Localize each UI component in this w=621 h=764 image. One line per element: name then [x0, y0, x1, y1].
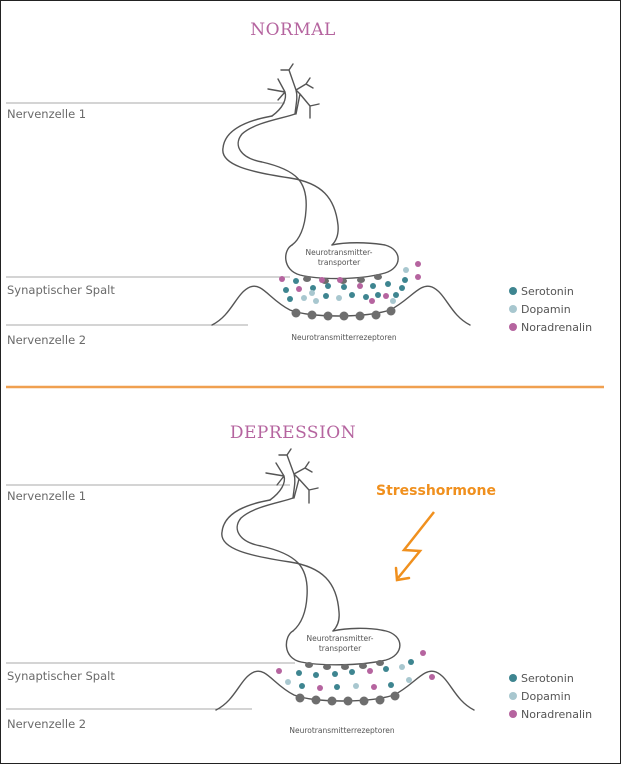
label-synaptischer-spalt: Synaptischer Spalt — [7, 669, 115, 683]
label-nervenzelle-2: Nervenzelle 2 — [7, 717, 86, 731]
transmitter-particle — [363, 294, 369, 300]
stress-hormone-label: Stresshormone — [376, 483, 496, 499]
receptor-label: Neurotransmitterrezeptoren — [291, 333, 397, 342]
transmitter-particle — [319, 277, 325, 283]
transmitter-particle — [287, 296, 293, 302]
transmitter-particle — [276, 668, 282, 674]
transmitter-particle — [406, 677, 412, 683]
transmitter-particles-depression — [276, 650, 435, 691]
transmitter-particle — [369, 298, 375, 304]
panel-normal: NORMAL Nervenzelle 1 Synaptischer Spalt … — [6, 20, 592, 347]
legend-label-dopamin: Dopamin — [521, 303, 571, 316]
transmitter-particle — [375, 292, 381, 298]
transmitter-particle — [420, 650, 426, 656]
transmitter-particle — [383, 293, 389, 299]
transporter-label-line2: transporter — [319, 644, 362, 653]
transmitter-particle — [393, 292, 399, 298]
legend-swatch-serotonin — [509, 674, 517, 682]
transmitter-particle — [388, 682, 394, 688]
legend-swatch-dopamin — [509, 305, 517, 313]
transmitter-particle — [296, 286, 302, 292]
transporter-label-line1: Neurotransmitter- — [307, 634, 374, 643]
transmitter-particle — [310, 285, 316, 291]
transmitter-particle — [301, 295, 307, 301]
transmitter-particle — [309, 290, 315, 296]
legend-swatch-noradrenalin — [509, 323, 517, 331]
legend-depression: Serotonin Dopamin Noradrenalin — [509, 672, 592, 721]
panel-title-depression: DEPRESSION — [230, 423, 356, 443]
transmitter-particle — [349, 292, 355, 298]
transmitter-particle — [279, 276, 285, 282]
transmitter-particle — [399, 285, 405, 291]
transmitter-particle — [334, 684, 340, 690]
transmitter-particle — [383, 666, 389, 672]
legend-label-serotonin: Serotonin — [521, 285, 574, 298]
transmitter-particle — [399, 664, 405, 670]
legend-normal: Serotonin Dopamin Noradrenalin — [509, 285, 592, 334]
legend-label-dopamin: Dopamin — [521, 690, 571, 703]
panel-title-normal: NORMAL — [250, 20, 336, 40]
transmitter-particle — [285, 679, 291, 685]
transmitter-particle — [325, 283, 331, 289]
transmitter-particle — [408, 659, 414, 665]
transmitter-particle — [323, 293, 329, 299]
transmitter-particles-normal — [279, 261, 421, 304]
neuron-postsynaptic: Neurotransmitterrezeptoren — [216, 671, 474, 735]
transmitter-particle — [415, 274, 421, 280]
transmitter-particle — [371, 684, 377, 690]
transmitter-particle — [313, 672, 319, 678]
label-synaptischer-spalt: Synaptischer Spalt — [7, 283, 115, 297]
transmitter-particle — [349, 669, 355, 675]
transmitter-particle — [336, 295, 342, 301]
transmitter-particle — [332, 671, 338, 677]
receptor-label: Neurotransmitterrezeptoren — [289, 726, 395, 735]
transmitter-particle — [403, 267, 409, 273]
transmitter-particle — [402, 277, 408, 283]
neuron-presynaptic: Neurotransmitter- transporter — [222, 449, 400, 670]
transmitter-particle — [313, 298, 319, 304]
transmitter-particle — [317, 685, 323, 691]
label-nervenzelle-2: Nervenzelle 2 — [7, 333, 86, 347]
legend-label-noradrenalin: Noradrenalin — [521, 708, 592, 721]
neuron-postsynaptic: Neurotransmitterrezeptoren — [212, 286, 470, 342]
transmitter-particle — [390, 298, 396, 304]
transmitter-particle — [357, 283, 363, 289]
transmitter-particle — [283, 287, 289, 293]
transmitter-particle — [353, 683, 359, 689]
transporter-label-line1: Neurotransmitter- — [306, 248, 373, 257]
neuron-presynaptic: Neurotransmitter- transporter — [223, 64, 398, 284]
transmitter-particle — [337, 277, 343, 283]
transmitter-particle — [296, 670, 302, 676]
legend-swatch-dopamin — [509, 692, 517, 700]
legend-swatch-noradrenalin — [509, 710, 517, 718]
label-nervenzelle-1: Nervenzelle 1 — [7, 489, 86, 503]
transmitter-particle — [370, 283, 376, 289]
transmitter-particle — [293, 278, 299, 284]
panel-depression: DEPRESSION Nervenzelle 1 Synaptischer Sp… — [6, 423, 592, 735]
legend-label-noradrenalin: Noradrenalin — [521, 321, 592, 334]
transmitter-particle — [299, 683, 305, 689]
lightning-bolt-icon — [398, 512, 434, 578]
legend-label-serotonin: Serotonin — [521, 672, 574, 685]
transmitter-particle — [341, 284, 347, 290]
transporter-label-line2: transporter — [318, 258, 361, 267]
transmitter-particle — [385, 281, 391, 287]
transmitter-particle — [429, 674, 435, 680]
legend-swatch-serotonin — [509, 287, 517, 295]
transmitter-particle — [415, 261, 421, 267]
label-nervenzelle-1: Nervenzelle 1 — [7, 107, 86, 121]
transmitter-particle — [367, 668, 373, 674]
